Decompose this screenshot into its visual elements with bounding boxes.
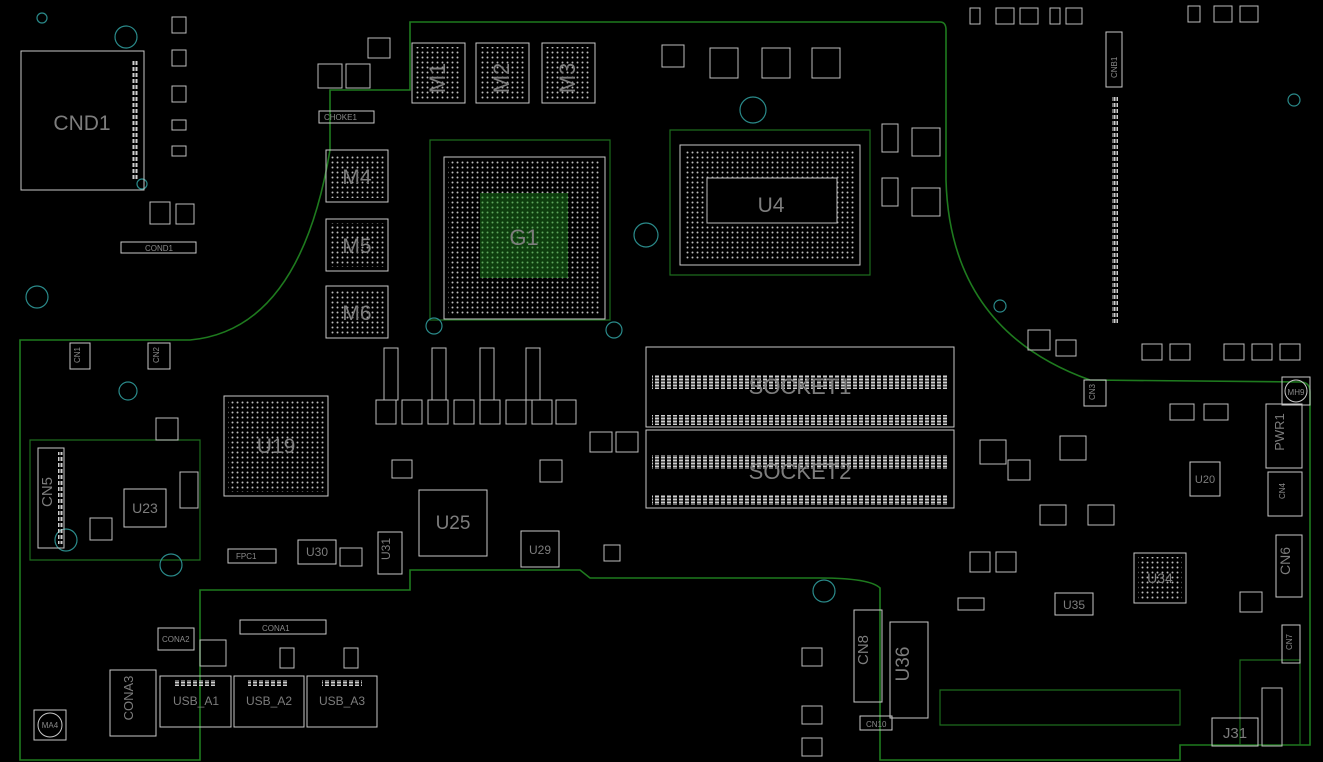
mounting-holes (25, 12, 1301, 603)
component-socket2[interactable]: SOCKET2 (645, 429, 955, 509)
component-u4[interactable]: U4 (679, 144, 861, 266)
label-u19: U19 (257, 435, 296, 458)
label-cn1: CN1 (73, 346, 82, 363)
label-cn3: CN3 (1088, 383, 1097, 400)
board-outline (19, 21, 1311, 761)
label-cond1: COND1 (145, 244, 174, 253)
label-g1: G1 (509, 225, 538, 250)
component-cona1[interactable]: CONA1 (239, 619, 327, 635)
label-j31: J31 (1223, 725, 1247, 742)
label-u25: U25 (436, 513, 471, 534)
component-usb-a2[interactable]: USB_A2 (233, 675, 305, 728)
label-usb-a1: USB_A1 (173, 694, 219, 708)
component-cn8[interactable]: CN8 (853, 609, 883, 703)
component-mh9[interactable]: MH9 (1281, 376, 1311, 406)
label-cnd1: CND1 (53, 112, 110, 135)
component-cn10[interactable]: CN10 (859, 715, 893, 731)
component-u25[interactable]: U25 (418, 489, 488, 557)
label-cn6: CN6 (1277, 547, 1293, 575)
component-u20[interactable]: U20 (1189, 461, 1221, 497)
component-cona2[interactable]: CONA2 (157, 627, 195, 651)
label-cn5: CN5 (39, 477, 56, 507)
component-usb-a1[interactable]: USB_A1 (159, 675, 232, 728)
component-cnb1[interactable]: CNB1 (1105, 31, 1123, 325)
component-cn1[interactable]: CN1 (69, 342, 91, 370)
label-usb-a3: USB_A3 (319, 694, 365, 708)
component-m5[interactable]: M5 (325, 218, 389, 272)
component-m2[interactable]: M2 (475, 42, 530, 104)
label-u34: U34 (1147, 570, 1173, 586)
component-cnd1[interactable]: CND1 (20, 50, 145, 191)
component-pwr1[interactable]: PWR1 (1265, 403, 1303, 469)
label-cona1: CONA1 (262, 624, 290, 633)
label-cona3: CONA3 (121, 676, 136, 721)
component-m6[interactable]: M6 (325, 285, 389, 339)
label-u36: U36 (893, 647, 914, 682)
component-usb-a3[interactable]: USB_A3 (306, 675, 378, 728)
component-cona3[interactable]: CONA3 (109, 669, 157, 737)
label-m4: M4 (342, 166, 371, 189)
component-socket1[interactable]: SOCKET1 (645, 346, 955, 428)
inner-trace-5 (29, 439, 201, 561)
component-u36[interactable]: U36 (889, 621, 929, 719)
label-cn7: CN7 (1285, 633, 1294, 650)
choke-row (375, 347, 577, 425)
label-m3: M3 (555, 63, 580, 94)
label-cn10: CN10 (866, 720, 887, 729)
label-choke1: CHOKE1 (324, 113, 357, 122)
label-u23: U23 (132, 500, 158, 516)
component-ma4[interactable]: MA4 (33, 709, 67, 741)
component-cn4[interactable]: CN4 (1267, 471, 1303, 517)
component-m3[interactable]: M3 (541, 42, 596, 104)
component-fpc1[interactable]: FPC1 (227, 548, 277, 564)
label-cnb1: CNB1 (1110, 56, 1119, 78)
label-u35: U35 (1063, 598, 1085, 612)
inner-trace-3 (939, 689, 1181, 726)
label-u30: U30 (306, 545, 328, 559)
component-cn7[interactable]: CN7 (1281, 624, 1301, 664)
label-m6: M6 (342, 302, 371, 325)
inner-trace-4 (1239, 659, 1301, 746)
component-u23[interactable]: U23 (123, 488, 167, 528)
label-u29: U29 (529, 543, 551, 557)
component-cond1[interactable]: COND1 (120, 241, 197, 254)
label-m1: M1 (425, 63, 450, 94)
label-ma4: MA4 (42, 721, 59, 730)
component-m1[interactable]: M1 (411, 42, 466, 104)
label-u4: U4 (758, 194, 785, 217)
label-m5: M5 (342, 235, 371, 258)
label-u31: U31 (379, 538, 393, 560)
label-fpc1: FPC1 (236, 552, 257, 561)
component-u29[interactable]: U29 (520, 530, 560, 568)
label-cn4: CN4 (1278, 482, 1287, 499)
label-cn2: CN2 (152, 346, 161, 363)
component-u35[interactable]: U35 (1054, 592, 1094, 616)
component-m4[interactable]: M4 (325, 149, 389, 203)
label-pwr1: PWR1 (1272, 413, 1287, 451)
label-socket1: SOCKET1 (749, 374, 852, 399)
small-components (89, 5, 1301, 757)
label-usb-a2: USB_A2 (246, 694, 292, 708)
inner-trace-1 (429, 139, 611, 321)
inner-trace-2 (669, 129, 871, 276)
component-cn2[interactable]: CN2 (147, 342, 171, 370)
component-cn3[interactable]: CN3 (1083, 379, 1107, 407)
component-cn5[interactable]: CN5 (37, 447, 65, 549)
component-choke1[interactable]: CHOKE1 (318, 110, 375, 124)
component-g1[interactable]: G1 (443, 156, 606, 320)
component-u30[interactable]: U30 (297, 539, 337, 565)
component-u19[interactable]: U19 (223, 395, 329, 497)
component-u34[interactable]: U34 (1133, 552, 1187, 604)
label-cona2: CONA2 (162, 635, 190, 644)
label-mh9: MH9 (1288, 388, 1305, 397)
label-socket2: SOCKET2 (749, 459, 852, 484)
component-j31[interactable]: J31 (1211, 717, 1259, 747)
component-u31[interactable]: U31 (377, 531, 403, 575)
component-cn6[interactable]: CN6 (1275, 534, 1303, 598)
label-u20: U20 (1195, 474, 1215, 486)
label-m2: M2 (489, 63, 514, 94)
label-cn8: CN8 (855, 635, 872, 665)
